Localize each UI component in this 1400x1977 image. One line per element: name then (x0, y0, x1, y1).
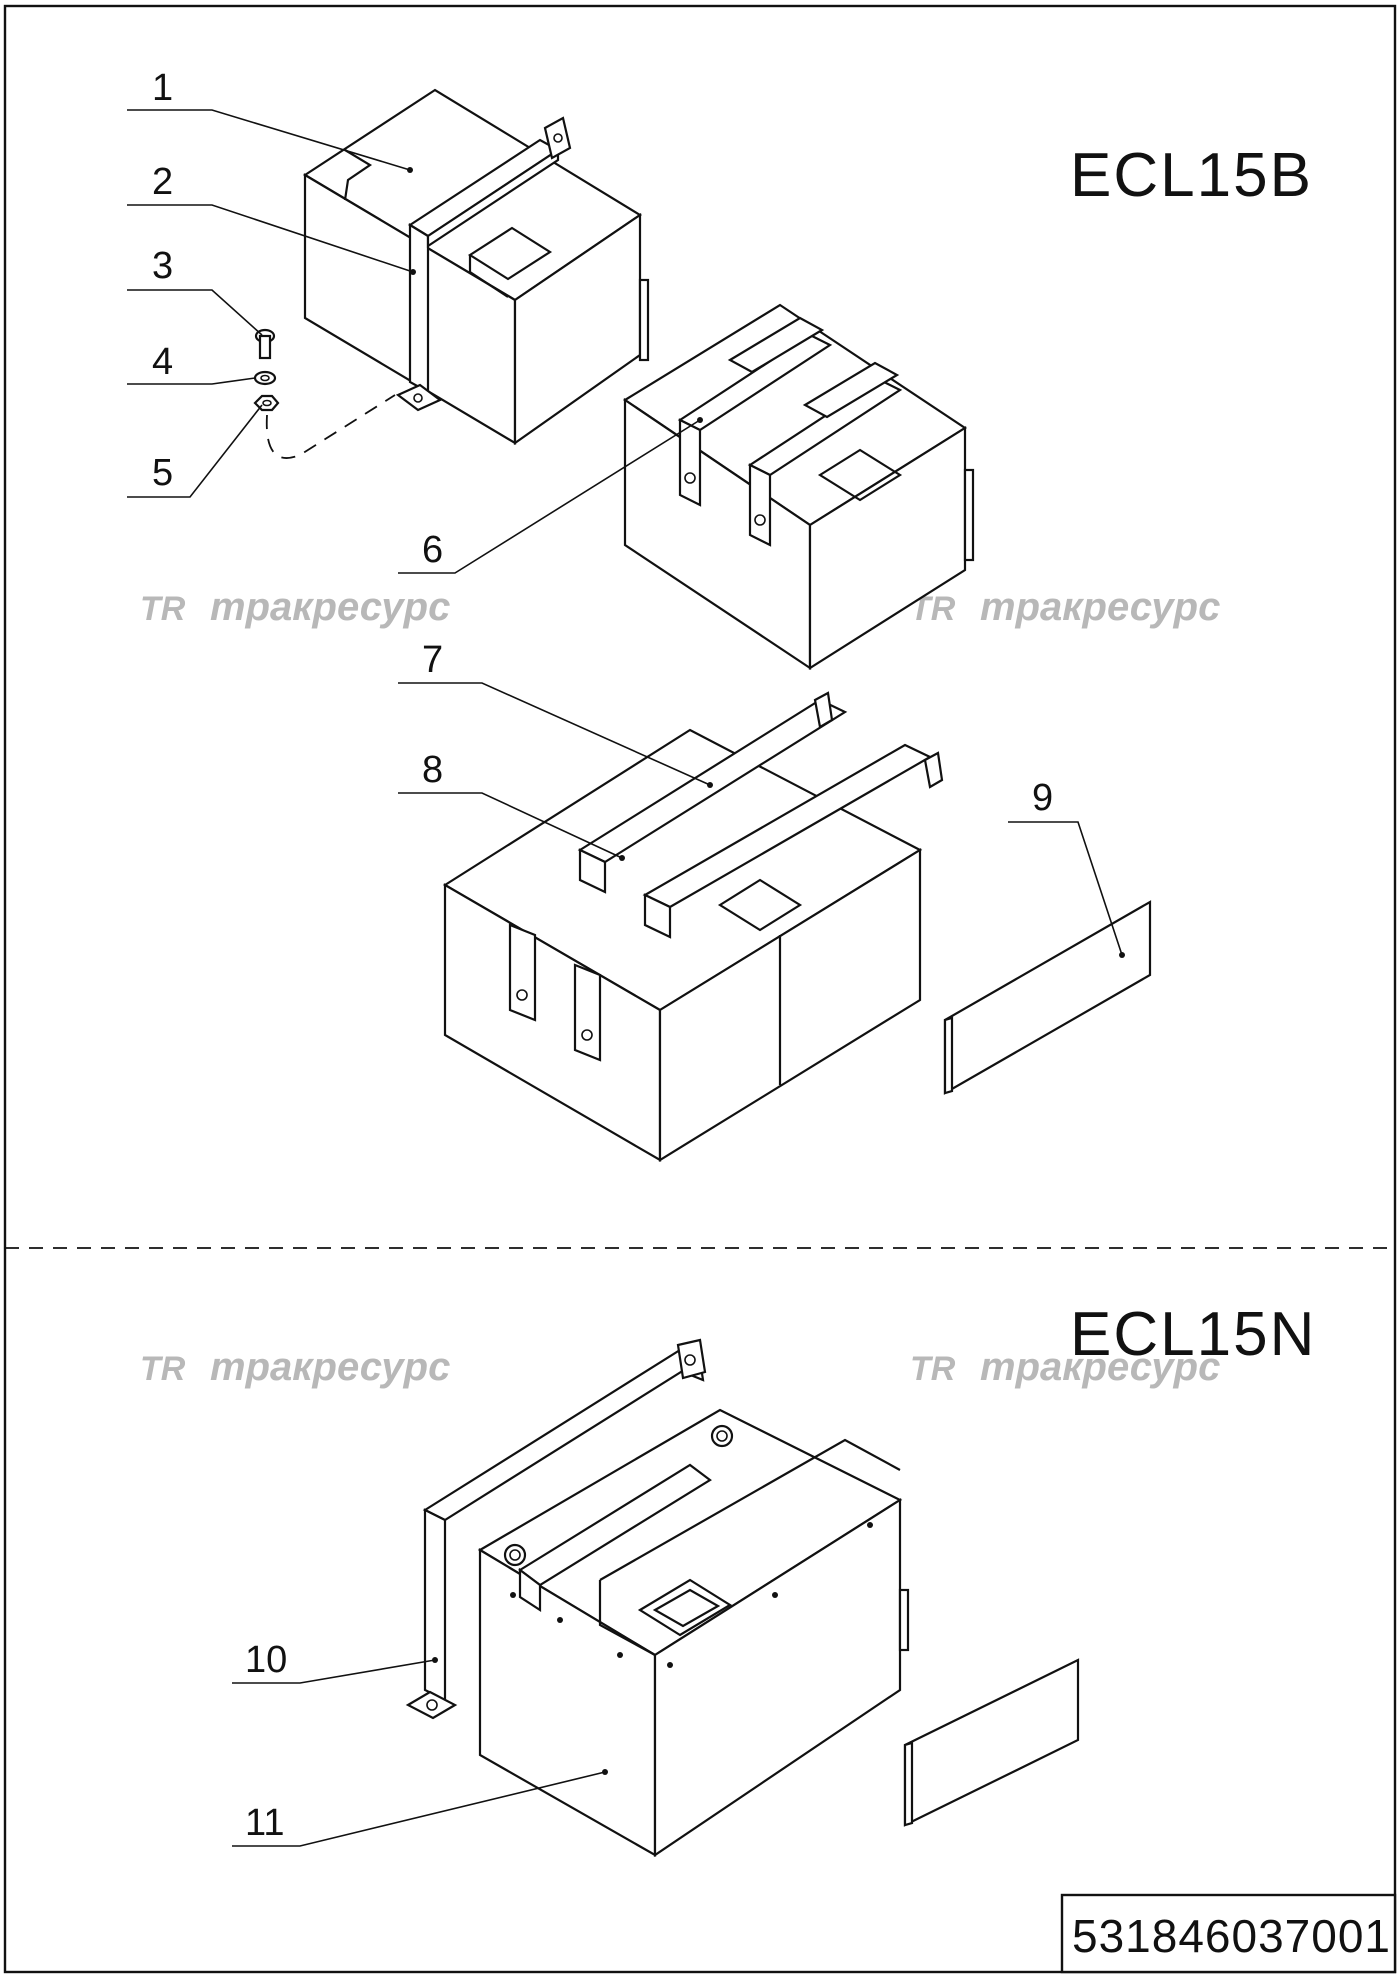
callout-7: 7 (398, 639, 713, 788)
battery-assembly-7-8 (442, 691, 944, 1162)
svg-text:TR: TR (910, 1350, 956, 1388)
svg-text:2: 2 (152, 161, 173, 203)
battery-11 (477, 1408, 910, 1858)
battery-cell-1 (302, 88, 650, 446)
watermark-1: TR тракресурс (140, 585, 450, 629)
nut-5 (253, 394, 280, 412)
svg-text:TR: TR (140, 590, 186, 628)
callout-5: 5 (127, 404, 263, 498)
callout-11: 11 (232, 1769, 608, 1847)
svg-text:10: 10 (245, 1639, 287, 1681)
assembly-path-dashed (265, 394, 396, 459)
sheet-frame (3, 4, 1397, 1974)
callout-3: 3 (127, 245, 263, 336)
callout-4: 4 (127, 341, 256, 385)
watermark-2: TR тракресурс (910, 585, 1220, 629)
doc-number: 531846037001 (1072, 1910, 1391, 1962)
battery-assembly-6 (622, 303, 975, 671)
cover-plate-9 (943, 900, 1152, 1095)
watermark-4: TR тракресурс (910, 1345, 1220, 1389)
svg-text:тракресурс: тракресурс (210, 1345, 450, 1389)
callout-6: 6 (398, 417, 703, 574)
svg-text:4: 4 (152, 341, 173, 383)
bracket-10 (405, 1338, 707, 1720)
svg-text:3: 3 (152, 245, 173, 287)
doc-number-box: 531846037001 (1060, 1893, 1397, 1974)
callout-9: 9 (1008, 777, 1125, 958)
model-label-bottom: ECL15N (1070, 1300, 1316, 1369)
svg-text:11: 11 (245, 1802, 284, 1844)
svg-text:1: 1 (152, 67, 173, 109)
bolt-3 (254, 328, 276, 360)
svg-text:9: 9 (1032, 777, 1053, 819)
callout-1: 1 (127, 67, 413, 173)
svg-text:тракресурс: тракресурс (980, 585, 1220, 629)
strap-2 (395, 116, 572, 412)
callout-2: 2 (127, 161, 416, 275)
svg-text:8: 8 (422, 749, 443, 791)
svg-text:7: 7 (422, 639, 443, 681)
cover-plate-n (903, 1658, 1080, 1827)
svg-text:тракресурс: тракресурс (210, 585, 450, 629)
watermark-3: TR тракресурс (140, 1345, 450, 1389)
svg-text:5: 5 (152, 452, 173, 494)
svg-text:6: 6 (422, 529, 443, 571)
washer-4 (253, 370, 277, 386)
svg-text:TR: TR (140, 1350, 186, 1388)
callout-10: 10 (232, 1639, 438, 1684)
callout-8: 8 (398, 749, 625, 861)
model-label-top: ECL15B (1070, 141, 1313, 210)
svg-text:тракресурс: тракресурс (980, 1345, 1220, 1389)
